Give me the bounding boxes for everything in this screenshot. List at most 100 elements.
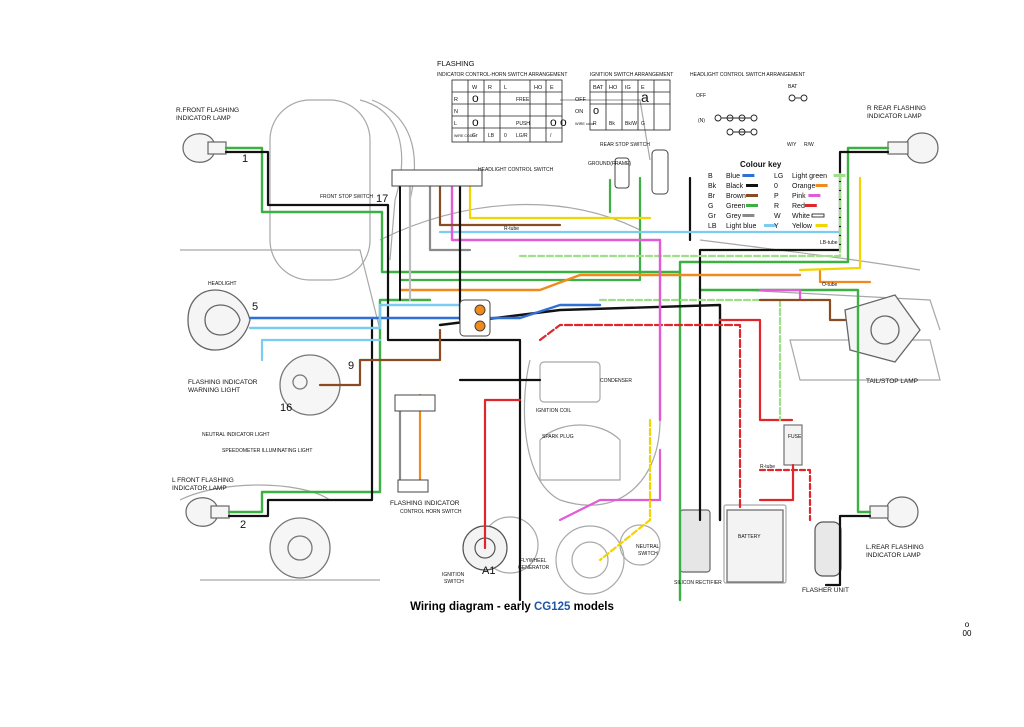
wire-yellow bbox=[798, 176, 862, 272]
neutral-switch-label: NEUTRAL bbox=[636, 544, 660, 550]
headlight-label: HEADLIGHT bbox=[208, 281, 237, 287]
ign-table-cell: Bk bbox=[609, 121, 615, 127]
o-tube-label: O-tube bbox=[822, 282, 838, 288]
colour-key-swatch bbox=[742, 214, 755, 217]
silicon-rectifier-label: SILICON RECTIFIER bbox=[674, 580, 722, 586]
r-rear-flash-label: R REAR FLASHING bbox=[867, 105, 926, 112]
ign-table-row-label: WIRE color bbox=[575, 122, 595, 126]
colour-key-code: 0 bbox=[774, 183, 778, 190]
colour-key-title: Colour key bbox=[740, 160, 782, 169]
silicon-rectifier-body bbox=[679, 509, 711, 573]
r-tube-label: R-tube bbox=[504, 226, 519, 232]
figure-caption: Wiring diagram - early CG125 models bbox=[0, 601, 1024, 613]
flywheel-label: FLYWHEEL bbox=[520, 558, 547, 564]
colour-key-swatch bbox=[742, 174, 755, 177]
wire-red bbox=[758, 468, 812, 522]
wire-pink bbox=[758, 288, 802, 302]
wire-black bbox=[824, 514, 872, 587]
flash-table-cell: 0 bbox=[504, 133, 507, 139]
callout-1: 1 bbox=[242, 153, 248, 165]
ign-table-row-label: OFF bbox=[575, 97, 587, 103]
l-front-flashing-lamp bbox=[185, 497, 230, 527]
wire-yellow bbox=[598, 418, 652, 562]
battery-label: BATTERY bbox=[738, 534, 761, 540]
flash-table-row-label: WIRE CODE bbox=[454, 134, 475, 138]
flash-table-cell: o bbox=[472, 91, 479, 105]
wire-black bbox=[438, 303, 722, 522]
colour-key-swatch bbox=[815, 224, 828, 227]
headlight-off-label: OFF bbox=[696, 93, 706, 99]
l-front-flash-label: L FRONT FLASHING bbox=[172, 477, 234, 484]
ign-table-cell: o bbox=[593, 105, 599, 117]
wire-brown bbox=[438, 173, 562, 227]
callout-16: 16 bbox=[280, 402, 292, 414]
ign-table-header: E bbox=[641, 85, 645, 91]
wire-lightgreen bbox=[598, 298, 782, 422]
flash-ctrl-label: FLASHING INDICATOR bbox=[390, 500, 460, 507]
colour-key-swatch bbox=[815, 184, 828, 187]
l-rear-flash-label-2: INDICATOR LAMP bbox=[866, 552, 921, 559]
flash-ctrl-label-2: CONTROL HORN SWITCH bbox=[400, 509, 462, 515]
headlight-lamp bbox=[187, 289, 251, 351]
colour-key-code: Gr bbox=[708, 213, 716, 220]
ignition-title: IGNITION SWITCH ARRANGEMENT bbox=[590, 72, 673, 78]
flash-table-header: R bbox=[488, 85, 492, 91]
r-rear-flashing-lamp bbox=[887, 132, 939, 164]
ignition-coil-label: IGNITION COIL bbox=[536, 408, 572, 414]
colour-key-name: Yellow bbox=[792, 223, 813, 230]
colour-key-swatch bbox=[833, 174, 846, 177]
callout-17: 17 bbox=[376, 193, 388, 205]
colour-key-code: Y bbox=[774, 223, 779, 230]
callout-a1: A1 bbox=[482, 565, 495, 577]
flash-table-cell: FREE bbox=[516, 97, 530, 103]
headlight-bat-label: BAT bbox=[788, 84, 797, 90]
wire-blue bbox=[248, 303, 602, 320]
headlight-n-label: (N) bbox=[698, 118, 705, 124]
page-value: 00 bbox=[962, 629, 972, 638]
wire-grey bbox=[428, 173, 472, 252]
colour-key-name: Blue bbox=[726, 173, 740, 180]
colour-key-swatch bbox=[804, 204, 817, 207]
fuse-label: FUSE bbox=[788, 434, 802, 440]
flash-table-cell: o o bbox=[550, 115, 567, 129]
flash-table-header: L bbox=[504, 85, 507, 91]
rear-stop-switch-label: REAR STOP SWITCH bbox=[600, 142, 650, 148]
caption-model: CG125 bbox=[533, 601, 571, 613]
flash-table-cell: Gr bbox=[472, 133, 478, 139]
colour-key-swatch bbox=[811, 213, 825, 218]
wire-green bbox=[698, 288, 872, 514]
colour-key-name: Pink bbox=[792, 193, 806, 200]
r-rear-flash-label-2: INDICATOR LAMP bbox=[867, 113, 922, 120]
colour-key-name: Green bbox=[726, 203, 746, 210]
battery-body bbox=[726, 509, 784, 583]
colour-key-code: W bbox=[774, 213, 781, 220]
flash-table-row-label: L bbox=[454, 121, 457, 127]
component-labels: R.FRONT FLASHING INDICATOR LAMP R REAR F… bbox=[172, 105, 926, 594]
flash-warning-label-2: WARNING LIGHT bbox=[188, 387, 240, 394]
wire-lightblue bbox=[248, 303, 462, 330]
wire-black bbox=[227, 318, 374, 518]
flash-table-cell: o bbox=[472, 115, 479, 129]
ign-table-header: BAT bbox=[593, 85, 604, 91]
wire-lightblue bbox=[260, 338, 382, 362]
flash-table-cell: / bbox=[550, 133, 552, 139]
colour-key-code: LG bbox=[774, 173, 783, 180]
colour-key-swatch bbox=[808, 194, 821, 197]
flash-table-row-label: R bbox=[454, 97, 458, 103]
tail-stop-lamp bbox=[844, 294, 921, 363]
colour-key-code: R bbox=[774, 203, 779, 210]
colour-key-code: B bbox=[708, 173, 713, 180]
wire-yellow bbox=[468, 173, 652, 220]
r-tube-label-2: R-tube bbox=[760, 464, 775, 470]
neutral-switch-label-2: SWITCH bbox=[638, 551, 658, 557]
wire-lightgreen bbox=[518, 172, 842, 258]
page-mark: o bbox=[964, 620, 970, 629]
flash-table-header: W bbox=[472, 85, 478, 91]
flashing-title: FLASHING bbox=[437, 59, 475, 68]
wire-orange bbox=[818, 268, 872, 284]
colour-key-swatch bbox=[746, 194, 758, 197]
colour-key-code: G bbox=[708, 203, 713, 210]
speedometer bbox=[279, 354, 341, 416]
